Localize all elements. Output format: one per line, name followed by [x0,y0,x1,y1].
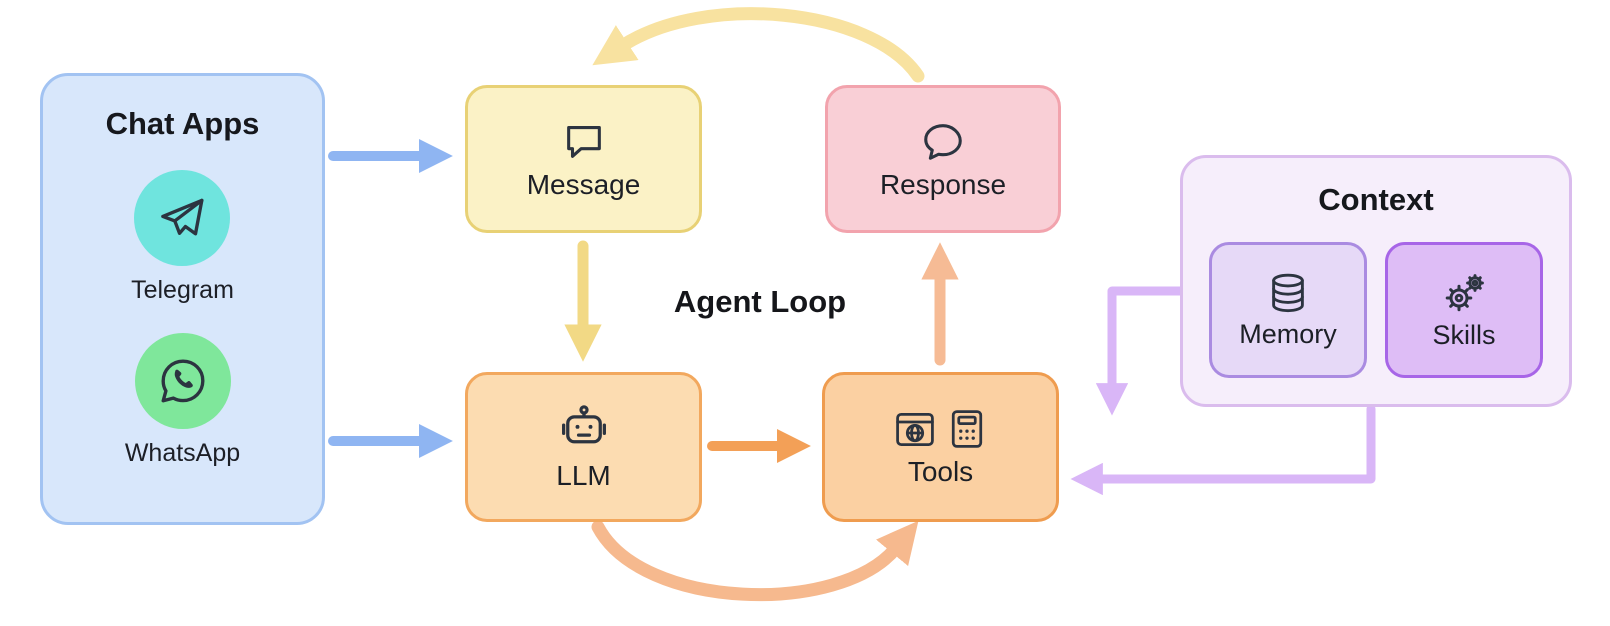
tools-label: Tools [907,455,974,487]
llm-label: LLM [556,459,611,491]
arrow-response-to-message-loop [592,7,925,83]
tools-node: Tools [822,372,1059,522]
context-title: Context [1318,182,1434,217]
arrow-llm-to-tools-loop [591,520,919,602]
tools-icons [893,407,989,451]
chat-app-whatsapp: WhatsApp [125,305,240,468]
message-node: Message [465,85,702,233]
database-icon [1265,270,1311,316]
context-items: Memory Skills [1209,242,1543,378]
speech-bubble-square-icon [561,118,607,164]
message-label: Message [526,168,641,200]
whatsapp-icon [134,333,231,429]
telegram-icon [134,170,231,266]
response-node: Response [825,85,1061,233]
chat-app-telegram: Telegram [131,142,234,305]
browser-icon [893,407,937,451]
skills-node: Skills [1385,242,1543,378]
chat-apps-panel: Chat Apps Telegram WhatsApp [40,73,325,525]
agent-loop-label: Agent Loop [673,284,847,319]
chat-apps-title: Chat Apps [105,106,260,141]
whatsapp-label: WhatsApp [124,439,241,467]
context-panel: Context Memory [1180,155,1572,407]
memory-label: Memory [1239,319,1337,349]
gears-icon [1440,269,1488,317]
telegram-label: Telegram [131,276,234,304]
memory-node: Memory [1209,242,1367,378]
arrow-context-to-tools-top [1095,286,1185,416]
speech-bubble-round-icon [920,118,966,164]
arrow-context-to-tools-side [1070,404,1376,496]
skills-label: Skills [1432,320,1496,350]
calculator-icon [945,407,989,451]
response-label: Response [879,168,1007,200]
robot-icon [558,403,610,455]
llm-node: LLM [465,372,702,522]
